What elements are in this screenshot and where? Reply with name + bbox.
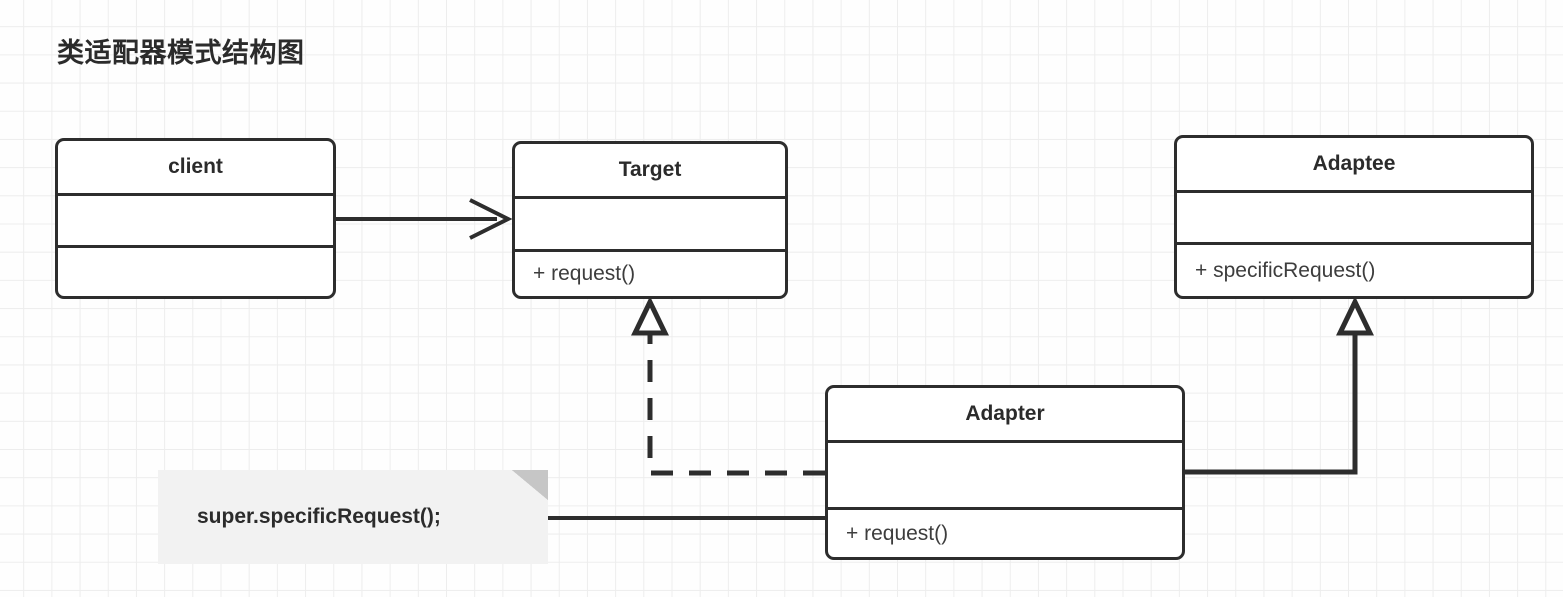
note-box[interactable]: super.specificRequest(); <box>158 470 548 564</box>
class-attributes-target <box>515 199 785 252</box>
class-box-adapter[interactable]: Adapter + request() <box>825 385 1185 560</box>
class-name-target: Target <box>515 144 785 199</box>
note-fold-corner-icon <box>512 470 548 500</box>
class-box-adaptee[interactable]: Adaptee + specificRequest() <box>1174 135 1534 299</box>
connector-adapter-to-adaptee <box>1185 296 1374 475</box>
connector-adapter-to-target <box>631 296 825 476</box>
class-attributes-adapter <box>828 443 1182 510</box>
class-box-target[interactable]: Target + request() <box>512 141 788 299</box>
note-text: super.specificRequest(); <box>197 505 441 528</box>
class-attributes-adaptee <box>1177 193 1531 245</box>
class-name-client: client <box>58 141 333 196</box>
class-name-adapter: Adapter <box>828 388 1182 443</box>
class-box-client[interactable]: client <box>55 138 336 299</box>
class-methods-client <box>58 248 333 296</box>
class-methods-adapter: + request() <box>846 521 949 545</box>
connector-client-to-target <box>336 198 513 240</box>
class-methods-adaptee: + specificRequest() <box>1195 258 1376 282</box>
class-attributes-client <box>58 196 333 248</box>
class-methods-target: + request() <box>533 262 636 285</box>
page-title: 类适配器模式结构图 <box>57 38 305 68</box>
class-name-adaptee: Adaptee <box>1177 138 1531 193</box>
